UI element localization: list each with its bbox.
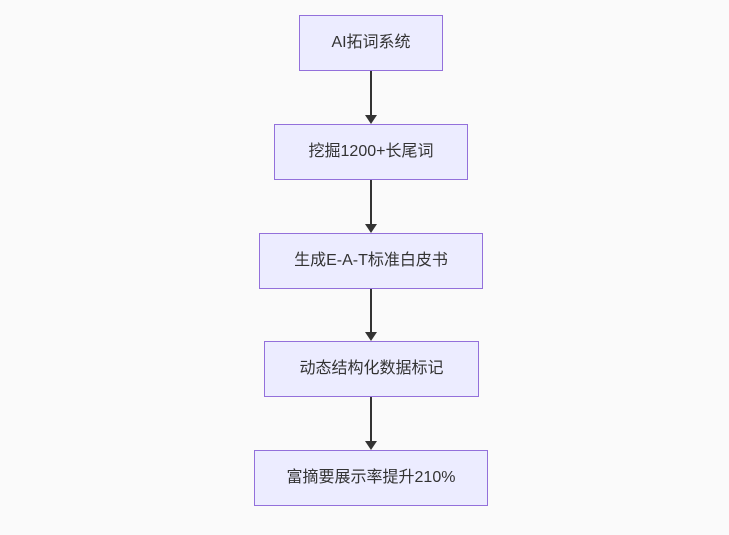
flow-node-label: 动态结构化数据标记 [299,360,444,378]
arrow-line [370,397,372,441]
flow-node-rich-snippet-rate: 富摘要展示率提升210% [254,450,488,506]
flow-node-label: 富摘要展示率提升210% [286,469,456,487]
flow-node-longtail-mining: 挖掘1200+长尾词 [274,124,468,180]
flow-arrow-2 [365,180,377,233]
flow-node-eat-whitepaper: 生成E-A-T标准白皮书 [259,233,483,289]
arrow-line [370,71,372,115]
flow-node-label: 生成E-A-T标准白皮书 [294,252,448,270]
arrow-head-icon [365,441,377,450]
flow-node-label: AI拓词系统 [331,34,411,52]
flow-arrow-3 [365,289,377,341]
flow-node-structured-data-markup: 动态结构化数据标记 [264,341,479,397]
flow-node-label: 挖掘1200+长尾词 [308,143,434,161]
arrow-head-icon [365,332,377,341]
arrow-head-icon [365,115,377,124]
flow-arrow-1 [365,71,377,124]
arrow-head-icon [365,224,377,233]
arrow-line [370,289,372,332]
flow-node-ai-word-expansion: AI拓词系统 [299,15,443,71]
flow-arrow-4 [365,397,377,450]
arrow-line [370,180,372,224]
